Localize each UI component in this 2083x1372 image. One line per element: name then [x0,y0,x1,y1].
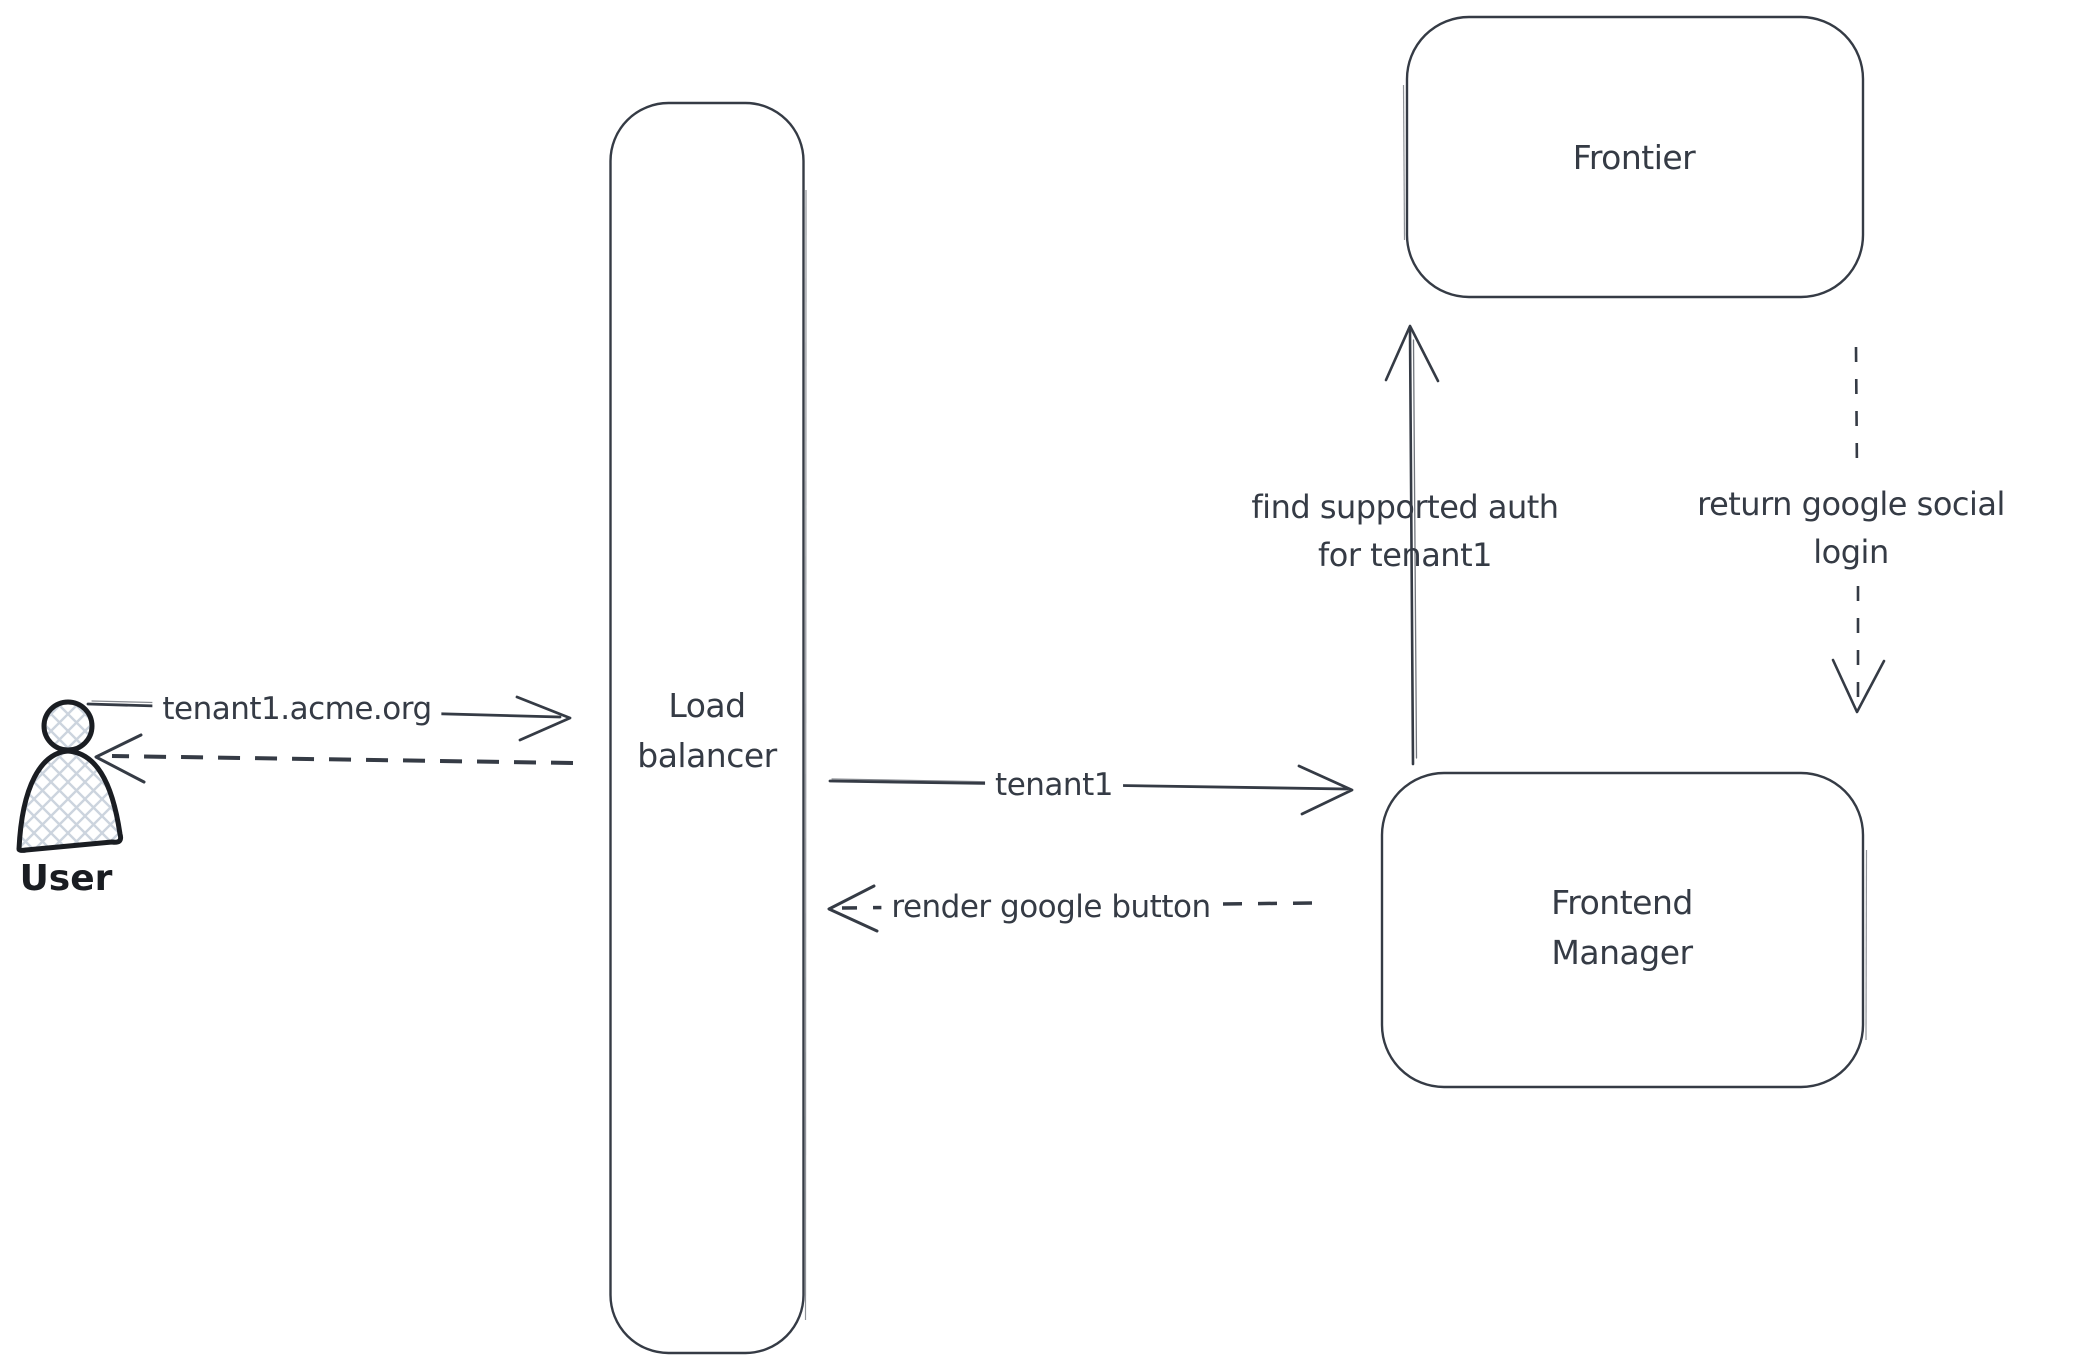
load-balancer-label: Load balancer [637,681,777,781]
user-label: User [19,858,113,899]
frontier-node [1402,15,1865,299]
arrow-load-balancer-to-user [94,733,574,784]
arrow-frontend-manager-to-frontier [1384,324,1440,766]
edge-label-return-google-social-login-line1: return google social [1697,485,2005,523]
edge-label-find-supported-auth-line1: find supported auth [1251,488,1559,526]
edge-label-render-google-button: render google button [881,883,1221,931]
edge-label-return-google-social-login-line2: login [1813,533,1889,571]
frontend-manager-node [1380,771,1868,1089]
edge-label-find-supported-auth: find supported auth for tenant1 [1251,483,1559,579]
frontend-manager-label-line2: Manager [1551,933,1693,972]
edge-label-return-google-social-login: return google social login [1697,480,2005,576]
frontend-manager-label-line1: Frontend [1551,883,1693,922]
edge-label-tenant1-acme-org: tenant1.acme.org [152,685,442,733]
edge-label-tenant1: tenant1 [985,761,1123,809]
frontend-manager-label: Frontend Manager [1551,878,1693,978]
frontier-label: Frontier [1572,138,1696,177]
load-balancer-label-line1: Load [668,686,746,725]
load-balancer-node [609,101,807,1355]
user-icon [16,699,124,853]
load-balancer-label-line2: balancer [637,736,777,775]
edge-label-find-supported-auth-line2: for tenant1 [1318,536,1492,574]
arrow-frontier-to-frontend-manager [1831,346,1886,714]
